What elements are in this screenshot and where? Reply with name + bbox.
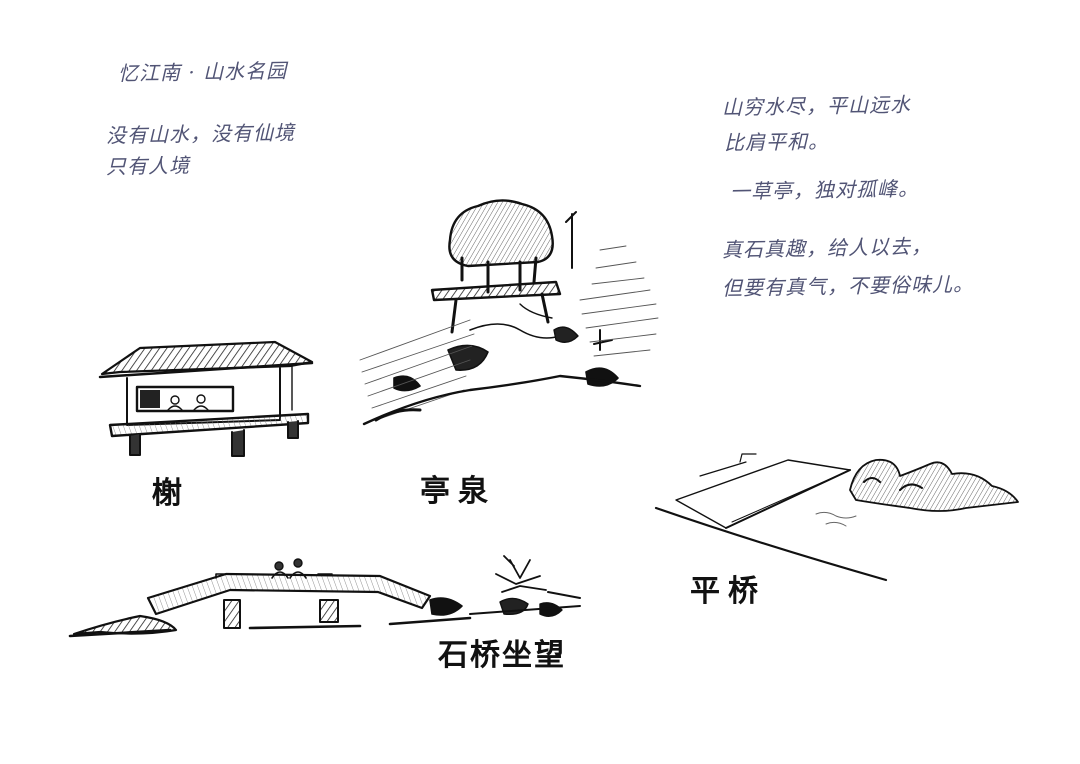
caption-spring-pavilion: 亭泉 xyxy=(420,474,496,509)
caption-flat-bridge: 平桥 xyxy=(690,574,766,609)
note-right-line-2: 比肩平和。 xyxy=(723,129,830,155)
note-left-line-1: 忆江南 · 山水名园 xyxy=(117,58,288,86)
stone-bridge-sketch xyxy=(68,555,581,638)
note-right-line-4: 真石真趣，给人以去， xyxy=(721,234,933,262)
note-left-line-3: 只有人境 xyxy=(105,153,191,179)
pavilion-sketch xyxy=(98,340,314,457)
note-left-line-2: 没有山水，没有仙境 xyxy=(105,120,296,148)
note-right-line-1: 山穷水尽，平山远水 xyxy=(721,92,912,120)
note-right-line-3: 一草亭，独对孤峰。 xyxy=(729,176,920,204)
flat-bridge-sketch xyxy=(654,453,1019,582)
caption-pavilion: 榭 xyxy=(152,476,190,511)
note-right-line-5: 但要有真气，不要俗味儿。 xyxy=(721,271,975,301)
spring-pavilion-sketch xyxy=(359,199,659,426)
caption-stone-bridge: 石桥坐望 xyxy=(438,638,566,673)
